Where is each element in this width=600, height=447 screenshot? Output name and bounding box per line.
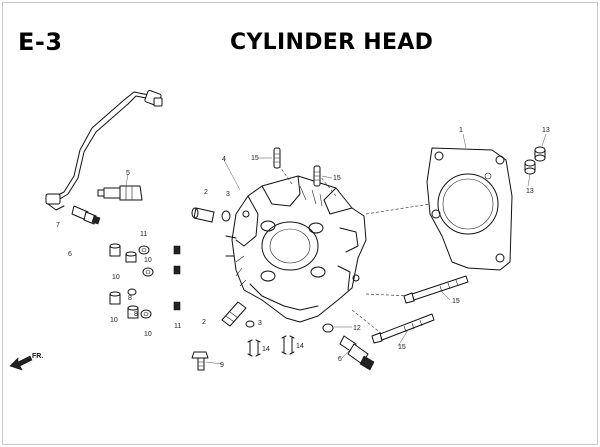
callout-6-left: 6 <box>68 251 72 258</box>
alignment-line-bolt-b <box>351 309 383 335</box>
callout-9: 9 <box>220 362 224 369</box>
page-title: CYLINDER HEAD <box>230 30 434 55</box>
o-ring-lower[interactable] <box>245 320 255 328</box>
callout-14-a: 14 <box>262 346 270 353</box>
callout-11-b: 11 <box>173 248 180 255</box>
alignment-line-bolt-a <box>365 293 411 297</box>
front-direction-label: FR. <box>32 353 43 360</box>
callout-leader-lines <box>125 133 547 365</box>
callout-3-lower: 3 <box>258 320 262 327</box>
callout-10-c: 10 <box>110 317 118 324</box>
long-stud-bolt-a[interactable] <box>403 275 469 304</box>
callout-10-a: 10 <box>144 257 152 264</box>
callout-13-upper: 13 <box>542 127 550 134</box>
callout-11-a: 11 <box>140 231 147 238</box>
callout-15-bolt-b: 15 <box>398 344 406 351</box>
valve-spring-retainer-set[interactable] <box>127 245 154 319</box>
alignment-line-gasket <box>365 203 431 215</box>
callout-labels: 1 13 13 15 15 4 5 2 3 7 6 11 11 10 10 8 … <box>56 127 550 369</box>
callout-2-upper: 2 <box>204 189 208 196</box>
stud-bolt-small-a[interactable] <box>273 147 281 169</box>
callout-7: 7 <box>56 222 60 229</box>
callout-15-bolt-a: 15 <box>452 298 460 305</box>
callout-15-small-a: 15 <box>251 155 259 162</box>
alignment-line-stud-b <box>277 163 293 185</box>
pipe-fitting[interactable] <box>97 185 143 201</box>
dowel-pin-lower[interactable] <box>524 159 536 175</box>
alignment-line-stud-a <box>319 175 337 197</box>
callout-8-b: 8 <box>134 311 138 318</box>
cylinder-head-gasket[interactable] <box>426 147 513 271</box>
callout-14-b: 14 <box>296 343 304 350</box>
callout-11-c: 11 <box>174 323 181 330</box>
callout-8: 8 <box>128 295 132 302</box>
callout-12: 12 <box>353 325 361 332</box>
callout-10-b: 10 <box>112 274 120 281</box>
dowel-pin-upper[interactable] <box>534 146 546 162</box>
o-ring-12[interactable] <box>322 323 334 333</box>
temperature-sensor[interactable] <box>71 205 101 225</box>
callout-2-lower: 2 <box>202 319 206 326</box>
callout-13-lower: 13 <box>526 188 534 195</box>
valve-cotter-set[interactable] <box>173 245 181 311</box>
cylinder-head-body[interactable] <box>225 175 367 323</box>
callout-10-d: 10 <box>144 331 152 338</box>
sensor-wire-harness[interactable] <box>45 90 163 211</box>
front-direction-arrow-icon <box>9 355 33 371</box>
cam-chain-guide-b[interactable] <box>281 335 295 355</box>
callout-6-right: 6 <box>338 356 342 363</box>
cam-chain-guide-a[interactable] <box>247 339 261 357</box>
section-code: E-3 <box>18 28 63 56</box>
callout-15-small-b: 15 <box>333 175 341 182</box>
spark-plug-sensor[interactable] <box>339 335 375 371</box>
callout-5: 5 <box>126 170 130 177</box>
callout-1: 1 <box>459 127 463 134</box>
valve-seal-set[interactable] <box>109 243 139 319</box>
stud-bolt-small-b[interactable] <box>313 165 321 187</box>
long-stud-bolt-b[interactable] <box>371 313 435 344</box>
guide-sleeve[interactable] <box>221 301 247 327</box>
insulator-sleeve[interactable] <box>191 207 215 223</box>
callout-3-upper: 3 <box>226 191 230 198</box>
callout-4: 4 <box>222 156 226 163</box>
flange-bolt[interactable] <box>191 351 209 371</box>
o-ring-small[interactable] <box>221 210 231 222</box>
